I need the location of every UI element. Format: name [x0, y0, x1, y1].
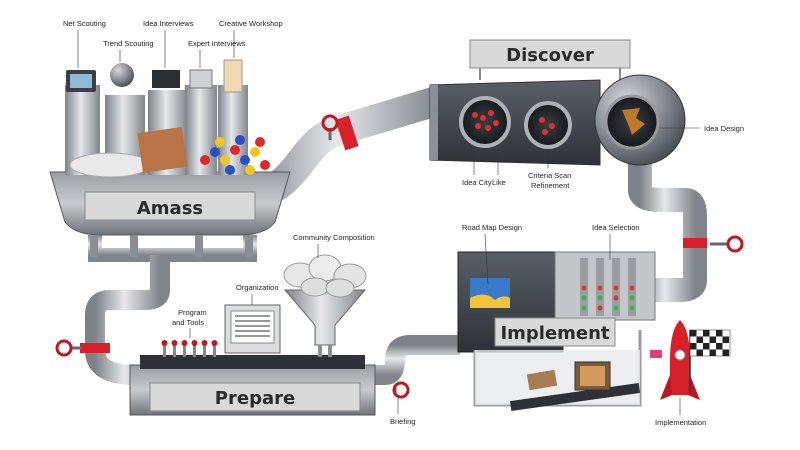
implement-title: Implement — [500, 323, 609, 344]
red-band-2 — [683, 238, 707, 248]
label-and-tools: and Tools — [172, 318, 204, 327]
label-trend-scouting: Trend Scouting — [103, 39, 154, 48]
discover-plate — [469, 39, 631, 69]
label-idea-city: Idea City — [462, 178, 492, 187]
prepare-top-plate — [140, 355, 365, 369]
label-idea-interviews: Idea Interviews — [143, 19, 194, 28]
community-funnel — [283, 289, 367, 346]
label-implementation: Implementation — [655, 418, 706, 427]
implement-package — [526, 369, 558, 391]
implement-labels: Road Map Design Idea Selection Implement… — [462, 223, 706, 427]
implement-plate — [494, 317, 616, 347]
label-program: Program — [178, 308, 207, 317]
amass-plate — [84, 191, 256, 221]
community-brains — [283, 254, 367, 298]
prepare-machine: Prepare — [129, 254, 376, 416]
amass-title: Amass — [137, 198, 203, 219]
criteria-scan-porthole — [524, 101, 572, 149]
valve-wheel-1 — [321, 114, 339, 140]
idea-selection-lights — [580, 258, 636, 316]
pipe-discover-implement — [628, 150, 707, 302]
idea-city-porthole — [459, 96, 511, 148]
discover-barrel-rim — [430, 85, 438, 160]
label-creative-workshop: Creative Workshop — [219, 19, 283, 28]
implement-machine: Implement — [457, 251, 731, 411]
criteria-scan-dots — [539, 117, 555, 135]
colored-balls-pile — [200, 135, 270, 175]
valve-wheel-4 — [392, 381, 410, 399]
road-map-landscape — [470, 294, 510, 308]
label-idea-design: Idea Design — [704, 124, 744, 133]
prepare-title: Prepare — [215, 388, 295, 409]
idea-city-dots — [472, 110, 499, 131]
prepare-plate — [149, 382, 361, 412]
organization-screen-lines — [235, 315, 270, 337]
discover-title: Discover — [506, 45, 594, 66]
program-tools — [161, 340, 218, 357]
label-net-scouting: Net Scouting — [63, 19, 106, 28]
label-community-composition: Community Composition — [293, 233, 375, 242]
pipe-amass-prepare — [85, 255, 170, 385]
label-expert-interviews: Expert Interviews — [188, 39, 246, 48]
amass-leg — [90, 235, 98, 257]
checkered-flag-icon — [689, 329, 731, 390]
label-organization: Organization — [236, 283, 279, 292]
paper-clips-pile — [69, 152, 151, 178]
label-briefing: Briefing — [390, 417, 415, 426]
label-road-map-design: Road Map Design — [462, 223, 522, 232]
funnel-tubes — [318, 345, 332, 357]
net-scouting-screen — [70, 74, 92, 88]
valve-wheel-3 — [55, 339, 82, 357]
figurines-pile — [137, 126, 188, 173]
prepare-labels: Community Composition Organization Progr… — [172, 233, 415, 426]
amass-leg — [245, 235, 253, 257]
trend-scouting-globe — [110, 63, 134, 87]
label-criteria-scan: Criteria Scan — [528, 171, 571, 180]
rocket-icon — [650, 320, 700, 400]
red-band-3 — [80, 343, 110, 353]
label-refinement: Refinement — [531, 181, 570, 190]
valve-wheel-2 — [710, 235, 744, 253]
implement-photo — [580, 366, 605, 386]
amass-leg — [195, 235, 203, 257]
label-idea-selection: Idea Selection — [592, 223, 640, 232]
discover-labels: Idea City Like Criteria Scan Refinement … — [462, 124, 744, 190]
pipe-amass-bottom — [88, 235, 257, 262]
idea-selection-panel — [554, 251, 656, 321]
idea-interviews-camera — [152, 70, 180, 88]
idea-design-shape — [622, 108, 645, 135]
discover-barrel — [429, 79, 601, 166]
amass-machine: Amass — [49, 59, 291, 257]
label-like: Like — [492, 178, 506, 187]
pipe-prepare-implement — [370, 335, 460, 385]
expert-interviews-device — [189, 69, 213, 89]
creative-workshop-jar — [223, 59, 243, 93]
discover-machine: Discover — [429, 39, 686, 166]
amass-labels: Net Scouting Trend Scouting Idea Intervi… — [63, 19, 283, 68]
red-band-1 — [335, 115, 359, 151]
amass-leg — [130, 235, 138, 257]
